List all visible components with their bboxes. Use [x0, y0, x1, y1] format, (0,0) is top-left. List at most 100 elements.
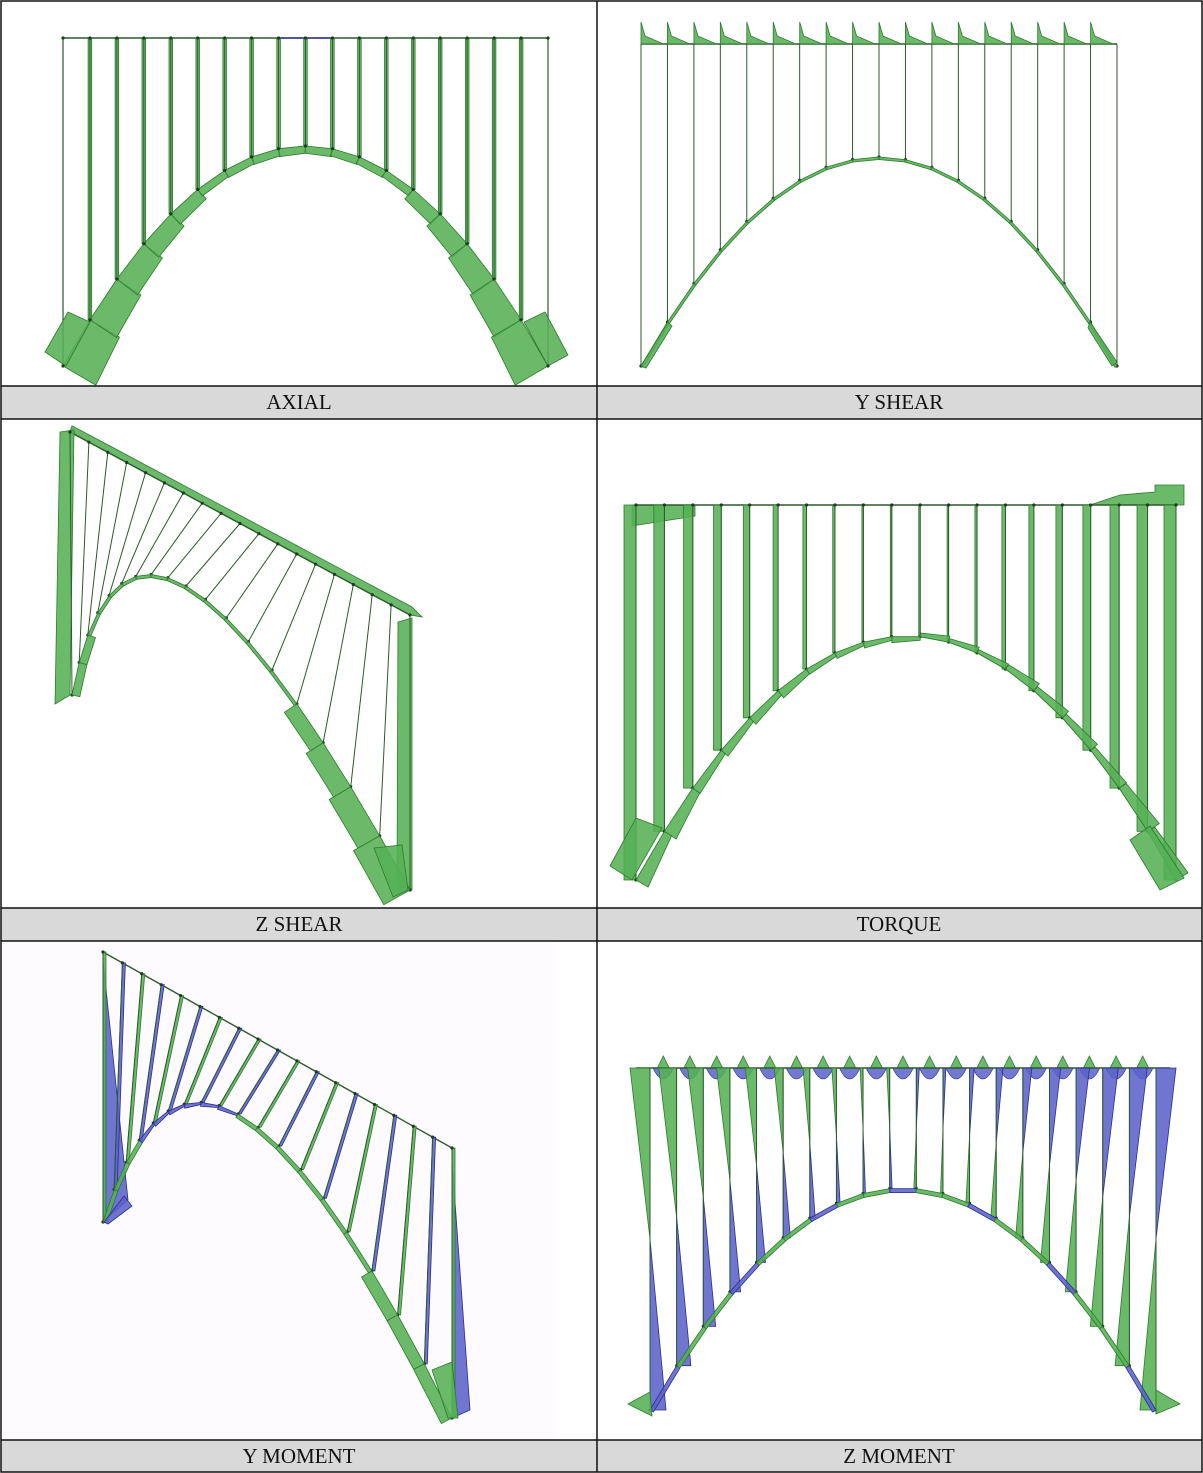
- arch-torque-band: [749, 690, 783, 725]
- arch-shear-band: [799, 166, 828, 184]
- hanger-torque-band: [742, 504, 751, 719]
- node-point: [120, 961, 124, 965]
- node-point: [1174, 503, 1178, 507]
- deck-shear-triangle: [799, 21, 823, 45]
- hanger-torque-band: [802, 504, 807, 670]
- hanger-torque-band: [1082, 504, 1092, 751]
- hanger-moment-wedge: [802, 1067, 811, 1144]
- axial-diagram: [44, 36, 569, 386]
- hanger-moment-wedge: [744, 1067, 757, 1166]
- hanger-moment-wedge: [995, 1067, 1004, 1144]
- deck-moment-peak: [1056, 1055, 1070, 1069]
- deck-shear-triangle: [905, 21, 929, 45]
- hanger-moment-wedge: [1075, 1067, 1090, 1181]
- arch-moment-band: [835, 1192, 865, 1208]
- hanger-torque-band: [713, 504, 722, 751]
- arch-torque-band: [976, 649, 1009, 670]
- node-point: [438, 36, 442, 40]
- hanger-line: [125, 973, 143, 1163]
- hanger-moment-wedge: [687, 1067, 704, 1198]
- arch-torque-band: [1118, 782, 1160, 832]
- arch-shear-band: [269, 669, 298, 707]
- label-bar-row2: [1, 908, 1202, 941]
- hanger-line: [121, 482, 165, 584]
- hanger-line: [183, 1017, 220, 1105]
- arch-shear-band: [852, 156, 880, 163]
- deck-moment-peak: [1136, 1055, 1150, 1069]
- hanger-line: [113, 962, 123, 1190]
- hanger-moment-wedge: [782, 1152, 791, 1239]
- node-point: [372, 1102, 377, 1107]
- arch-torque-band: [948, 638, 980, 654]
- deck-shear-triangle: [852, 21, 876, 45]
- node-point: [250, 36, 254, 40]
- node-point: [143, 471, 148, 475]
- arch-shear-band: [1061, 282, 1092, 325]
- node-point: [519, 36, 523, 40]
- node-point: [662, 503, 667, 507]
- z-moment-diagram: [627, 1055, 1181, 1417]
- column-shear-band: [396, 617, 413, 891]
- hanger-line: [205, 533, 260, 600]
- arch-axial-band: [116, 243, 163, 296]
- node-point: [351, 582, 355, 587]
- node-point: [219, 511, 223, 515]
- hanger-moment-wedge: [1139, 1238, 1157, 1411]
- node-point: [88, 36, 92, 40]
- node-point: [303, 144, 308, 148]
- node-point: [890, 503, 894, 507]
- arch-axial-band: [355, 156, 387, 179]
- hanger-torque-band: [1136, 504, 1148, 832]
- hanger-line: [346, 1104, 375, 1233]
- y-shear-label: Y SHEAR: [855, 390, 943, 414]
- hanger-line: [87, 452, 109, 636]
- hanger-line: [257, 1060, 298, 1128]
- arch-shear-band: [930, 166, 959, 184]
- hanger-line: [397, 1126, 414, 1315]
- deck-moment-peak: [976, 1055, 990, 1069]
- node-point: [1060, 503, 1064, 507]
- node-point: [178, 993, 183, 998]
- node-point: [217, 1015, 221, 1019]
- hanger-moment-wedge: [1155, 1067, 1177, 1240]
- node-point: [748, 503, 752, 507]
- arch-shear-band: [772, 179, 802, 201]
- node-point: [257, 532, 261, 536]
- deck-moment-peak: [789, 1055, 804, 1069]
- node-point: [357, 155, 361, 159]
- hanger-moment-wedge: [965, 1135, 970, 1204]
- node-point: [330, 147, 335, 151]
- arch-axial-band: [143, 213, 185, 258]
- arch-shear-band: [183, 585, 207, 603]
- deck-shear-triangle: [1063, 21, 1087, 45]
- node-point: [295, 1059, 299, 1063]
- hanger-moment-wedge: [658, 1067, 677, 1217]
- hanger-line: [135, 492, 184, 577]
- hanger-moment-wedge: [756, 1165, 766, 1263]
- support-shear-band: [640, 321, 673, 369]
- node-point: [115, 36, 119, 40]
- arch-torque-band: [777, 668, 811, 699]
- arch-axial-band: [381, 169, 414, 197]
- node-point: [140, 972, 144, 976]
- arch-torque-band: [919, 632, 951, 643]
- y-shear-diagram: [639, 21, 1119, 369]
- arch-shear-band: [97, 595, 113, 615]
- hanger-line: [371, 1115, 395, 1271]
- node-point: [162, 481, 167, 485]
- arch-torque-band: [805, 652, 838, 675]
- arch-shear-band: [982, 197, 1012, 224]
- hanger-line: [271, 563, 317, 671]
- arch-shear-band: [1035, 249, 1065, 286]
- hanger-line: [322, 584, 354, 743]
- deck-moment-peak: [709, 1055, 724, 1069]
- arch-torque-band: [862, 636, 893, 649]
- torque-label: TORQUE: [857, 912, 942, 936]
- node-point: [465, 36, 469, 40]
- hanger-moment-wedge: [969, 1067, 975, 1136]
- node-point: [181, 491, 185, 495]
- arch-shear-band: [746, 197, 776, 224]
- hanger-line: [225, 543, 279, 619]
- arch-torque-band: [1033, 686, 1070, 719]
